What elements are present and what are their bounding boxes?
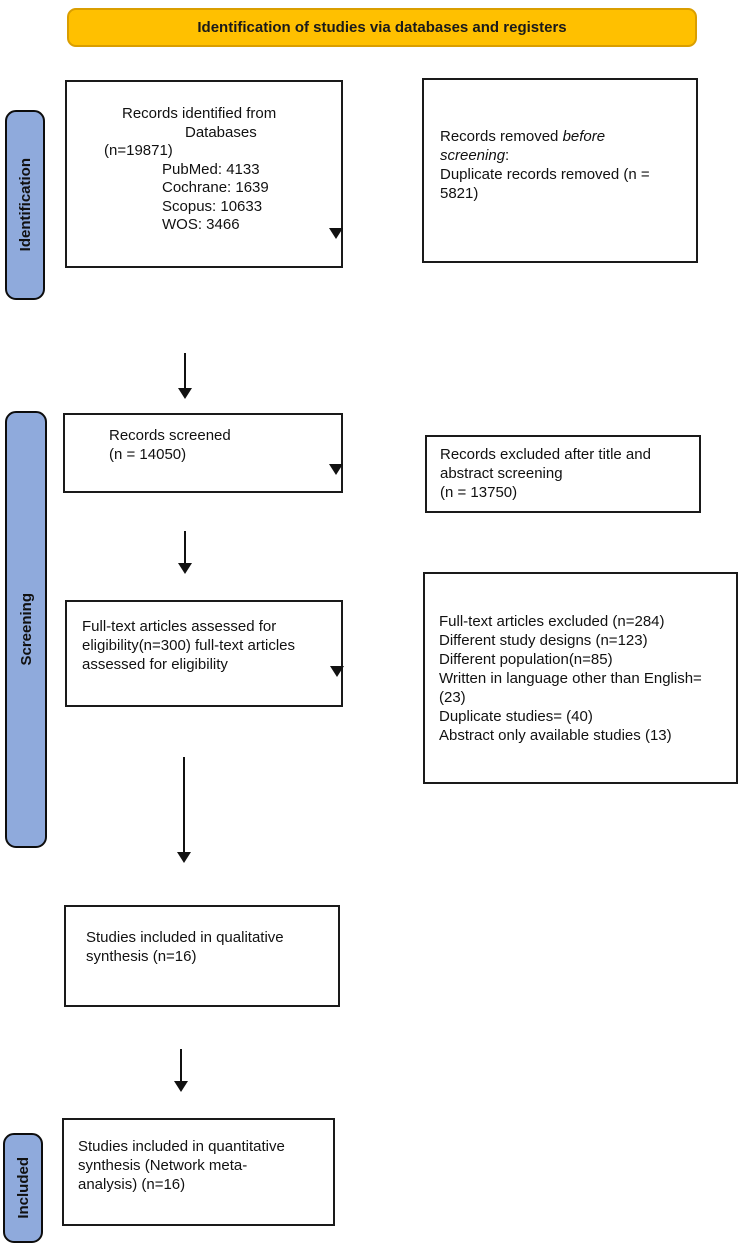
records-excluded-text: Records excluded after title and abstrac… — [440, 446, 651, 501]
records-removed-line2-suffix: : — [505, 147, 510, 164]
stage-label-included: Included — [3, 1133, 43, 1243]
records-removed-line1-italic: before — [562, 128, 606, 145]
records-removed-line1: Records removed before — [440, 127, 684, 146]
box-fulltext-assessed: Full-text articles assessed for eligibil… — [65, 600, 343, 707]
box-quantitative-synthesis: Studies included in quantitative synthes… — [62, 1118, 335, 1226]
records-removed-line3: Duplicate records removed (n = — [440, 166, 650, 183]
quantitative-synthesis-text: Studies included in quantitative synthes… — [78, 1138, 285, 1193]
stage-label-identification: Identification — [5, 110, 45, 300]
fulltext-assessed-text: Full-text articles assessed for eligibil… — [82, 618, 296, 673]
fulltext-excluded-text: Full-text articles excluded (n=284) Diff… — [439, 613, 702, 744]
stage-label-screening: Screening — [5, 411, 47, 848]
records-identified-line1: Records identified from — [122, 105, 277, 122]
qualitative-synthesis-text: Studies included in qualitative synthesi… — [86, 929, 284, 965]
stage-label-identification-text: Identification — [16, 158, 34, 252]
down-arrow-screened-to-fulltext — [178, 531, 192, 574]
arrowhead-icon-records-identified — [329, 228, 343, 239]
box-records-excluded: Records excluded after title and abstrac… — [425, 435, 701, 513]
arrowhead-icon-fulltext-assessed — [330, 666, 344, 677]
records-removed-line2: screening: — [440, 146, 684, 165]
source-count-pubmed: PubMed: 4133 — [162, 160, 260, 178]
records-removed-line1-normal: Records removed — [440, 128, 563, 145]
records-screened-text: Records screened (n = 14050) — [109, 427, 231, 463]
source-count-wos: WOS: 3466 — [162, 216, 240, 233]
records-removed-line2-italic: screening — [440, 147, 506, 164]
arrowhead-icon-records-screened — [329, 464, 343, 475]
down-arrow-fulltext-to-qualitative — [177, 757, 191, 863]
stage-label-included-text: Included — [14, 1157, 32, 1219]
box-records-screened: Records screened (n = 14050) — [63, 413, 343, 493]
box-records-removed: Records removed before screening: Duplic… — [422, 78, 698, 263]
diagram-title: Identification of studies via databases … — [197, 19, 567, 36]
box-fulltext-excluded: Full-text articles excluded (n=284) Diff… — [423, 572, 738, 784]
records-identified-line2: Databases — [185, 123, 257, 141]
source-count-scopus: Scopus: 10633 — [162, 197, 263, 215]
box-qualitative-synthesis: Studies included in qualitative synthesi… — [64, 905, 340, 1007]
stage-label-screening-text: Screening — [17, 593, 35, 666]
records-identified-count: (n=19871) — [104, 142, 173, 159]
source-count-cochrane: Cochrane: 1639 — [162, 179, 269, 196]
box-records-identified: Records identified from Databases (n=198… — [65, 80, 343, 268]
records-removed-count: 5821) — [440, 185, 479, 202]
diagram-title-banner: Identification of studies via databases … — [67, 8, 697, 47]
down-arrow-qualitative-to-quantitative — [174, 1049, 188, 1092]
down-arrow-identified-to-screened — [178, 353, 192, 399]
